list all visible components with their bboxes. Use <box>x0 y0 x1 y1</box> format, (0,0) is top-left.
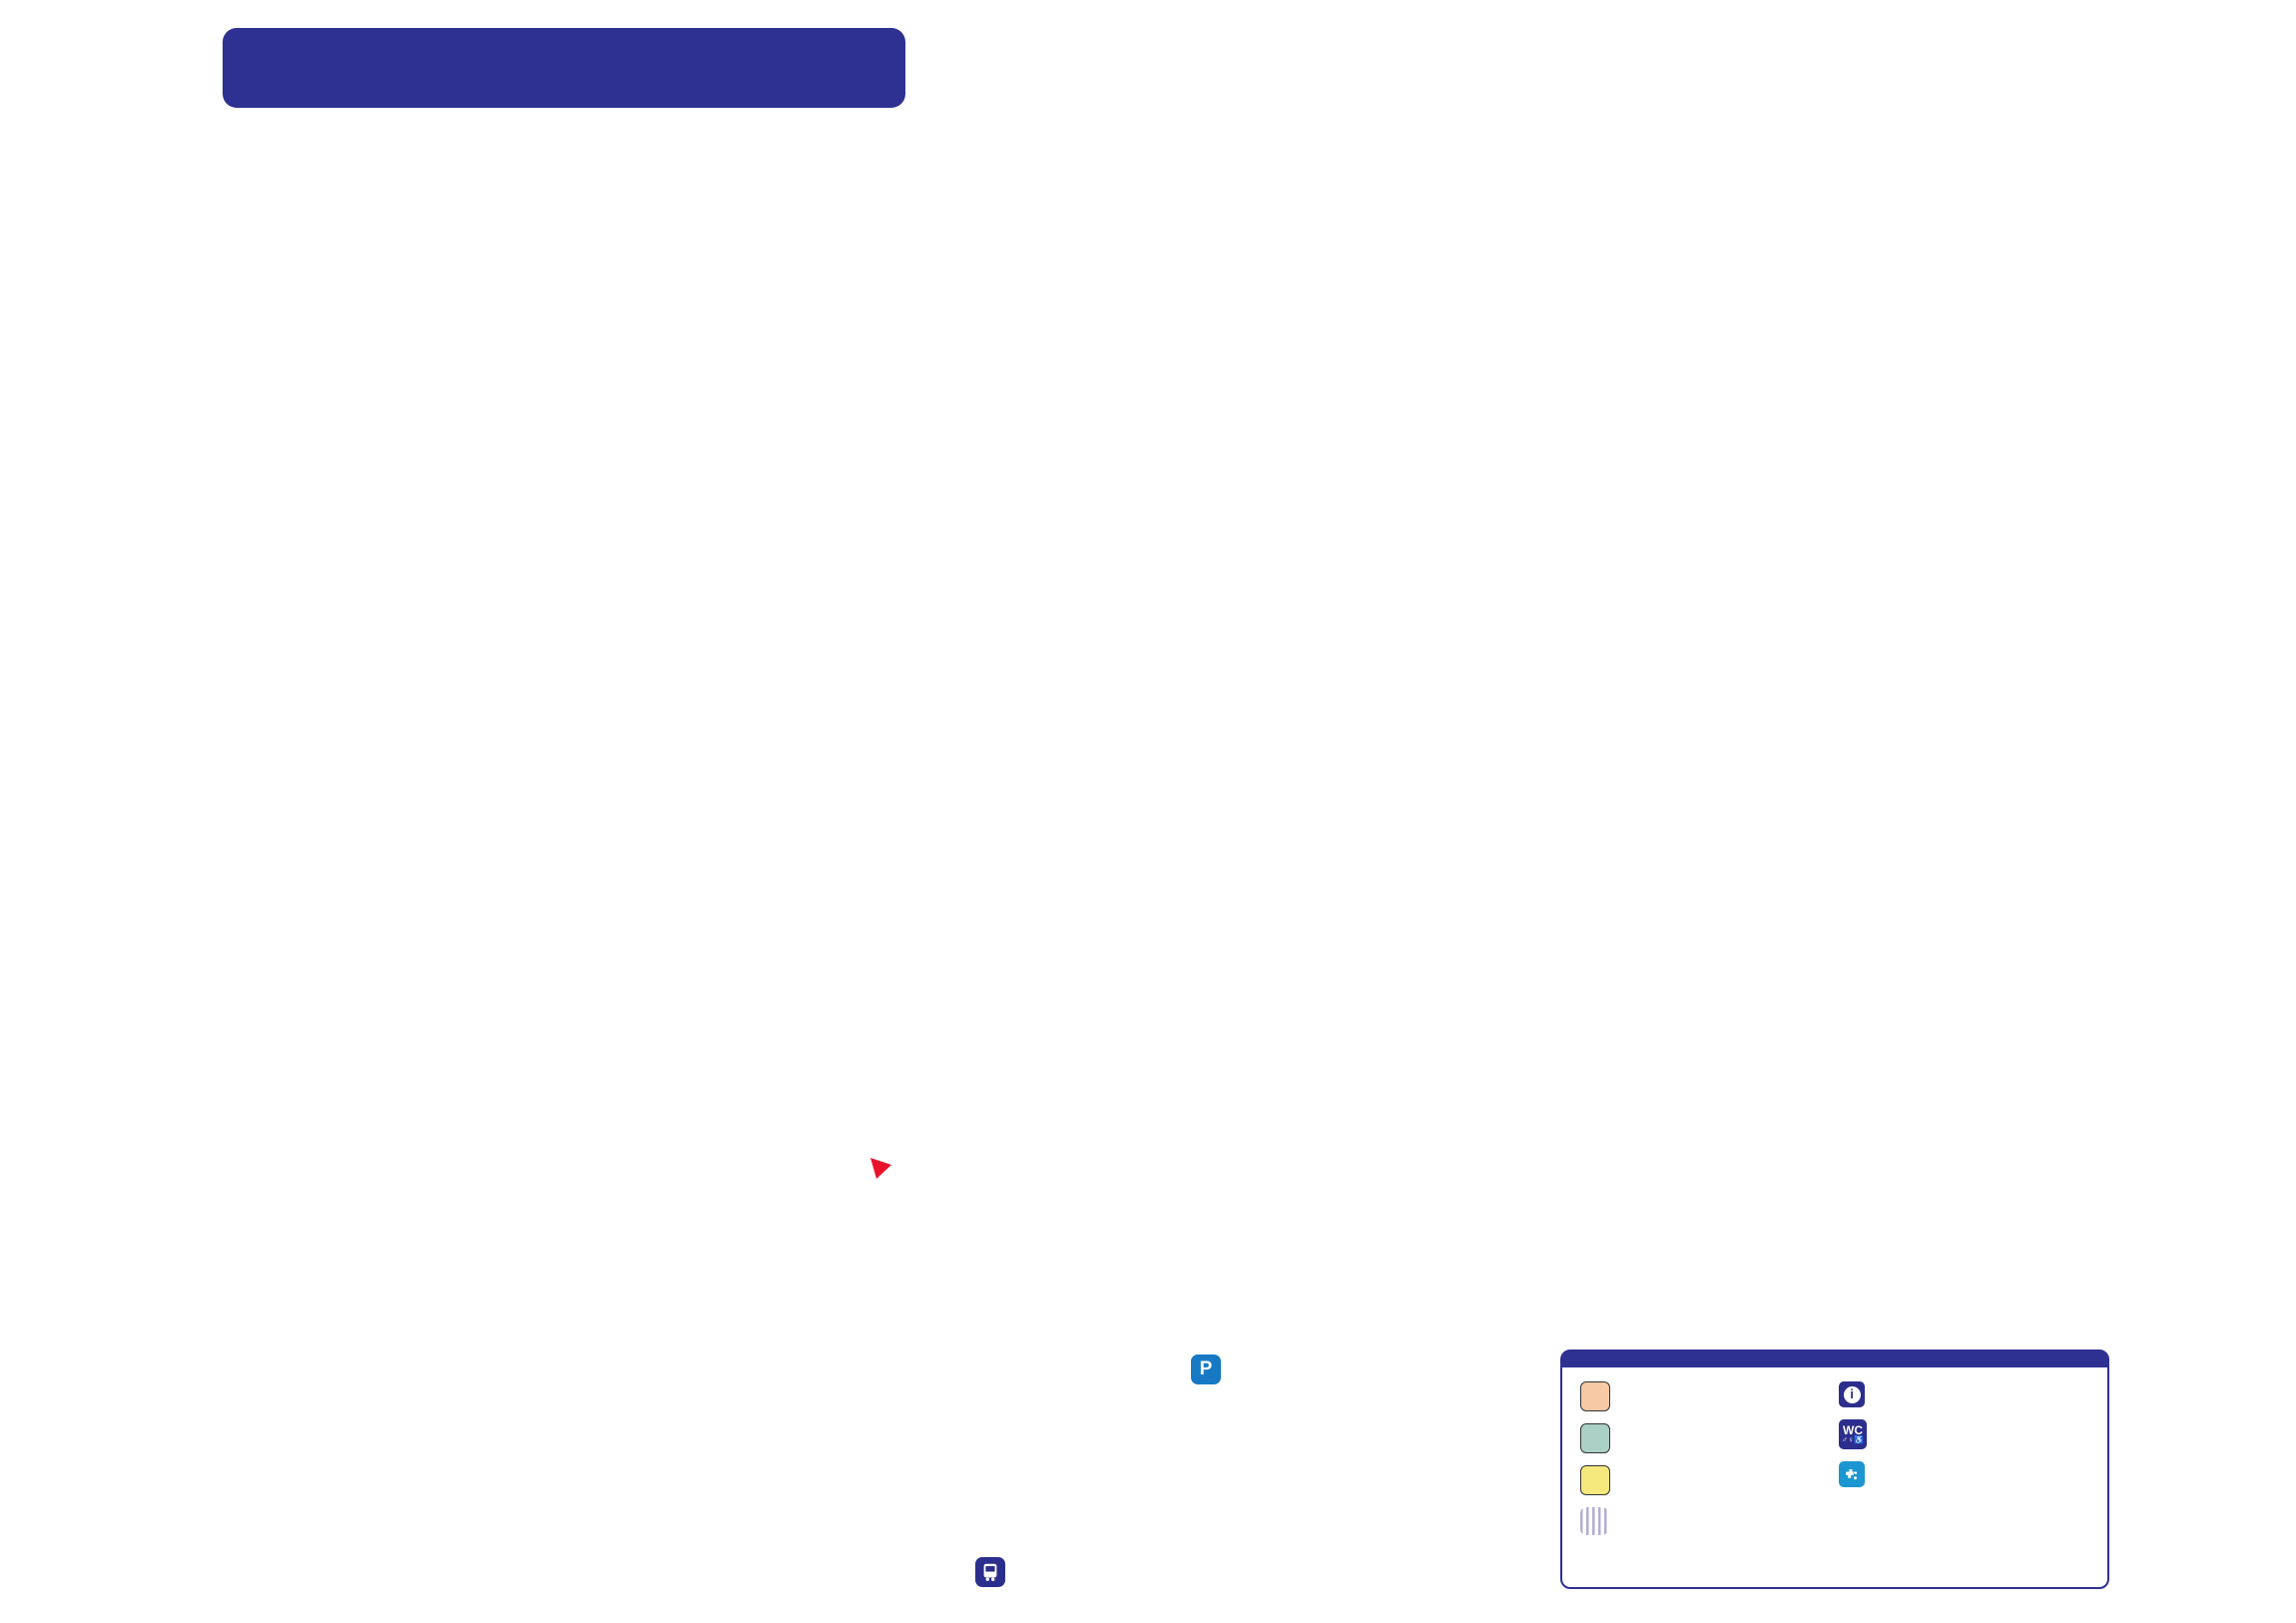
info-icon: i <box>1839 1381 1865 1407</box>
legend-title <box>1562 1352 2107 1367</box>
faucet-icon <box>1839 1461 1865 1487</box>
legend-item-terrassa-blocks <box>1580 1465 1839 1495</box>
stripes-swatch <box>1580 1507 1608 1535</box>
legend-item-fountain <box>1839 1461 2097 1487</box>
bus-icon <box>975 1557 1005 1587</box>
legend-item-toilets: WC♂♀♿ <box>1839 1419 2097 1449</box>
legend-item-info-terminal: i <box>1839 1381 2097 1407</box>
legend-panel: i WC♂♀♿ <box>1560 1350 2109 1589</box>
teal-swatch <box>1580 1423 1610 1453</box>
legend-item-classic-blocks <box>1580 1381 1839 1411</box>
legend-icon-column: i WC♂♀♿ <box>1839 1381 2097 1547</box>
legend-item-ash-zones <box>1580 1507 1839 1535</box>
legend-item-tombs <box>1580 1423 1839 1453</box>
parking-icon: P <box>1191 1354 1221 1384</box>
bus-glyph <box>983 1563 997 1581</box>
yellow-swatch <box>1580 1465 1610 1495</box>
wc-icon: WC♂♀♿ <box>1839 1419 1867 1449</box>
bus-stop-legend-item <box>975 1557 1017 1587</box>
legend-swatch-column <box>1580 1381 1839 1547</box>
map-title-banner <box>223 28 905 108</box>
salmon-swatch <box>1580 1381 1610 1411</box>
parking-legend-item: P <box>1191 1354 1233 1384</box>
